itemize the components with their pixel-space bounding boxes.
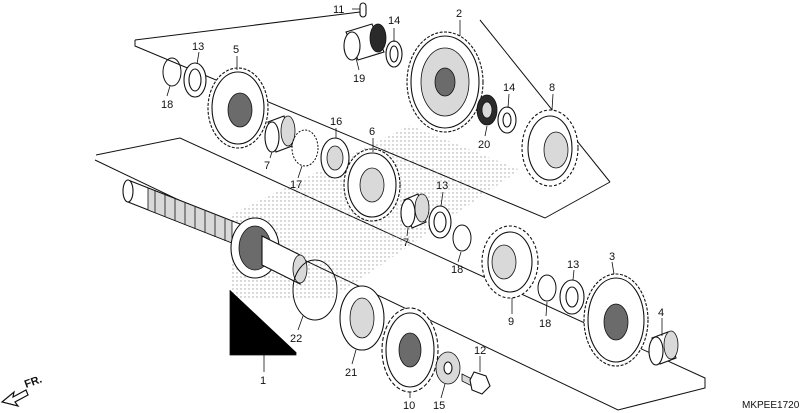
needle-bearing-part-19 [343, 23, 387, 61]
washer-part-14-upper [385, 40, 403, 68]
washer-part-16 [320, 137, 350, 179]
callout-1: 1 [260, 375, 266, 387]
callout-15: 15 [433, 400, 445, 412]
callout-3: 3 [609, 251, 615, 263]
front-direction-arrow-icon [0, 389, 29, 407]
callout-14: 14 [388, 15, 400, 27]
washer-part-14-right [497, 106, 517, 134]
callout-2: 2 [456, 8, 462, 20]
callout-4: 4 [658, 307, 664, 319]
gear-part-3 [583, 273, 649, 367]
callout-6: 6 [369, 126, 375, 138]
washer-part-13-middle [428, 205, 452, 239]
lower-assembly-frame [94, 137, 706, 411]
callout-22: 22 [290, 333, 302, 345]
gear-part-2 [406, 31, 484, 133]
sprocket-part-10 [381, 307, 439, 393]
gear-part-6 [343, 148, 401, 222]
leader-lines [166, 8, 663, 399]
callout-7: 7 [264, 160, 270, 172]
callout-labels: 11 14 2 13 5 18 19 14 8 20 16 6 7 17 13 … [161, 4, 664, 412]
washer-part-13-lower [559, 279, 585, 315]
circlip-part-22 [292, 259, 338, 321]
mainshaft-part-1 [122, 179, 308, 285]
washer-part-13-upper [183, 62, 207, 98]
callout-19: 19 [353, 73, 365, 85]
bushing-part-7-upper [264, 115, 296, 153]
callout-13: 13 [567, 259, 579, 271]
circlip-part-18-middle [452, 224, 472, 252]
bushing-part-7-lower [400, 193, 430, 229]
callout-14: 14 [503, 82, 515, 94]
callout-5: 5 [233, 44, 239, 56]
bushing-part-4 [648, 330, 679, 366]
upper-assembly-frame [134, 11, 611, 219]
front-direction-label: FR. [23, 373, 44, 390]
pin-part-11 [359, 2, 367, 18]
callout-11: 11 [333, 4, 344, 16]
washer-part-21 [339, 285, 385, 351]
gear-part-9 [481, 225, 539, 299]
callout-13: 13 [436, 180, 448, 192]
callout-12: 12 [474, 345, 486, 357]
washer-part-17 [291, 129, 319, 167]
gear-part-5 [207, 67, 269, 149]
circlip-part-18-upper [162, 57, 182, 87]
callout-13: 13 [192, 41, 204, 53]
callout-18: 18 [539, 318, 551, 330]
washer-part-15 [435, 351, 461, 385]
bolt-part-12 [461, 371, 491, 395]
callout-8: 8 [549, 82, 555, 94]
diagram-code: MKPEE1720 [742, 400, 800, 411]
callout-10: 10 [403, 400, 415, 412]
callout-18: 18 [161, 99, 173, 111]
callout-21: 21 [345, 367, 357, 379]
callout-16: 16 [330, 116, 342, 128]
callout-9: 9 [508, 316, 514, 328]
callout-20: 20 [478, 139, 490, 151]
callout-18: 18 [451, 264, 463, 276]
callout-7: 7 [403, 237, 409, 249]
circlip-part-18-lower [537, 274, 557, 302]
callout-17: 17 [290, 179, 302, 191]
needle-bearing-part-20 [476, 94, 498, 126]
gear-part-8 [521, 109, 579, 187]
